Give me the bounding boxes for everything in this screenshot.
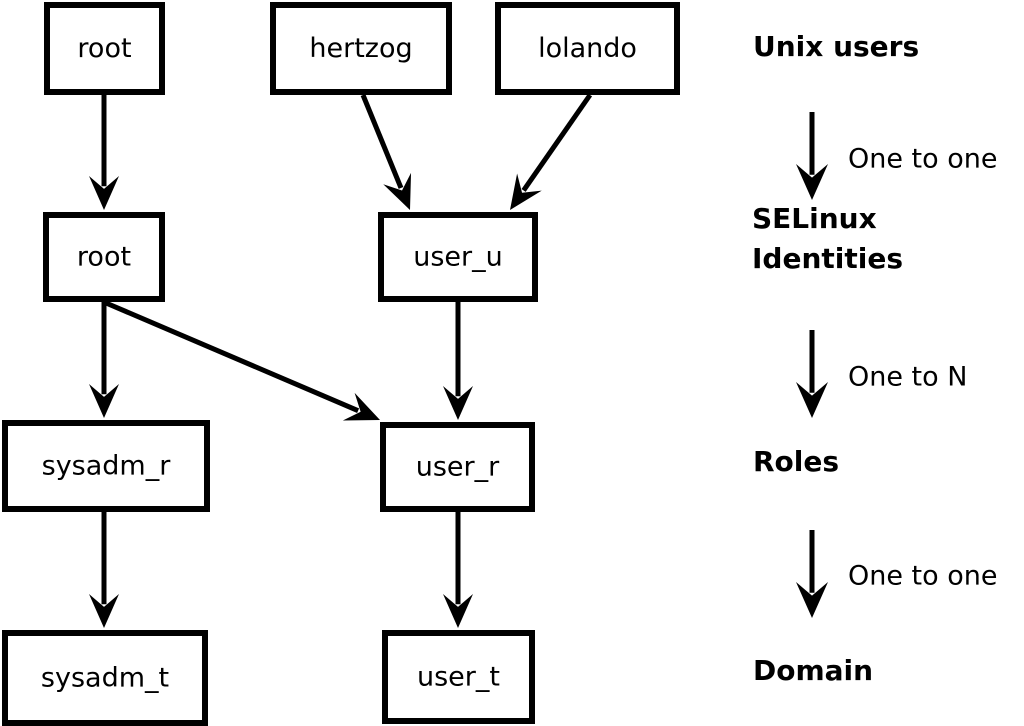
legend-arrowhead-icon (796, 382, 828, 418)
edge-role_sysadm-to-dom_sysadm (89, 512, 119, 628)
legend-stage-roles: Roles (753, 445, 839, 478)
edge-ident_root-to-role_sysadm (89, 302, 119, 418)
legend-stage-label: Domain (753, 654, 873, 687)
legend-relation-label: One to one (848, 144, 998, 175)
legend-stage-label: Identities (752, 242, 903, 275)
node-box[interactable] (380, 422, 535, 512)
node-box[interactable] (2, 630, 208, 726)
node-label: user_u (413, 242, 503, 273)
node-role_sysadm[interactable]: sysadm_r (2, 420, 210, 512)
edge-ident_root-to-role_user (105, 300, 380, 421)
node-box[interactable] (44, 2, 165, 95)
node-box[interactable] (382, 630, 535, 724)
edge-unix_hertzog-to-ident_useru (360, 94, 412, 210)
node-label: user_t (417, 662, 500, 693)
node-label: user_r (416, 452, 500, 483)
edge-role_user-to-dom_user (443, 512, 473, 628)
node-label: root (77, 33, 131, 64)
arrowhead-icon (443, 594, 473, 628)
node-label: sysadm_t (41, 663, 169, 694)
edge-unix_root-to-ident_root (89, 95, 119, 210)
arrowhead-icon (443, 386, 473, 420)
legend-relation-label: One to one (848, 561, 998, 592)
arrowhead-icon (89, 594, 119, 628)
node-box[interactable] (495, 2, 680, 95)
legend-stage-unix-users: Unix users (753, 30, 919, 63)
edges-layer (89, 93, 593, 628)
arrowhead-icon (89, 384, 119, 418)
legend-rel-one-to-one-2: One to one (796, 530, 998, 618)
arrowhead-icon (510, 173, 542, 210)
edge-ident_useru-to-role_user (443, 302, 473, 420)
legend-relation-label: One to N (848, 362, 967, 393)
legend-stage-label: Roles (753, 445, 839, 478)
node-unix_hertzog[interactable]: hertzog (270, 2, 452, 95)
edge-unix_lolando-to-ident_useru (510, 93, 593, 210)
legend-arrowhead-icon (796, 164, 828, 200)
legend-stage-label: Unix users (753, 30, 919, 63)
node-unix_root[interactable]: root (44, 2, 165, 95)
node-box[interactable] (2, 420, 210, 512)
legend-arrowhead-icon (796, 582, 828, 618)
node-dom_user[interactable]: user_t (382, 630, 535, 724)
node-box[interactable] (43, 212, 165, 302)
edge-line (521, 93, 593, 192)
legend-rel-one-to-n: One to N (796, 330, 967, 418)
arrowhead-icon (383, 172, 412, 210)
edge-line (105, 300, 360, 413)
node-box[interactable] (270, 2, 452, 95)
node-box[interactable] (378, 212, 538, 302)
node-label: lolando (538, 33, 637, 64)
node-ident_root[interactable]: root (43, 212, 165, 302)
edge-line (360, 94, 404, 189)
legend-stage-label: SELinux (752, 202, 877, 235)
node-label: sysadm_r (42, 451, 172, 482)
node-dom_sysadm[interactable]: sysadm_t (2, 630, 208, 726)
node-label: root (77, 242, 131, 273)
node-unix_lolando[interactable]: lolando (495, 2, 680, 95)
arrowhead-icon (89, 176, 119, 210)
node-ident_useru[interactable]: user_u (378, 212, 538, 302)
node-label: hertzog (309, 33, 412, 64)
legend-rel-one-to-one-1: One to one (796, 112, 998, 200)
arrowhead-icon (342, 392, 380, 421)
node-role_user[interactable]: user_r (380, 422, 535, 512)
legend-stage-domain: Domain (753, 654, 873, 687)
